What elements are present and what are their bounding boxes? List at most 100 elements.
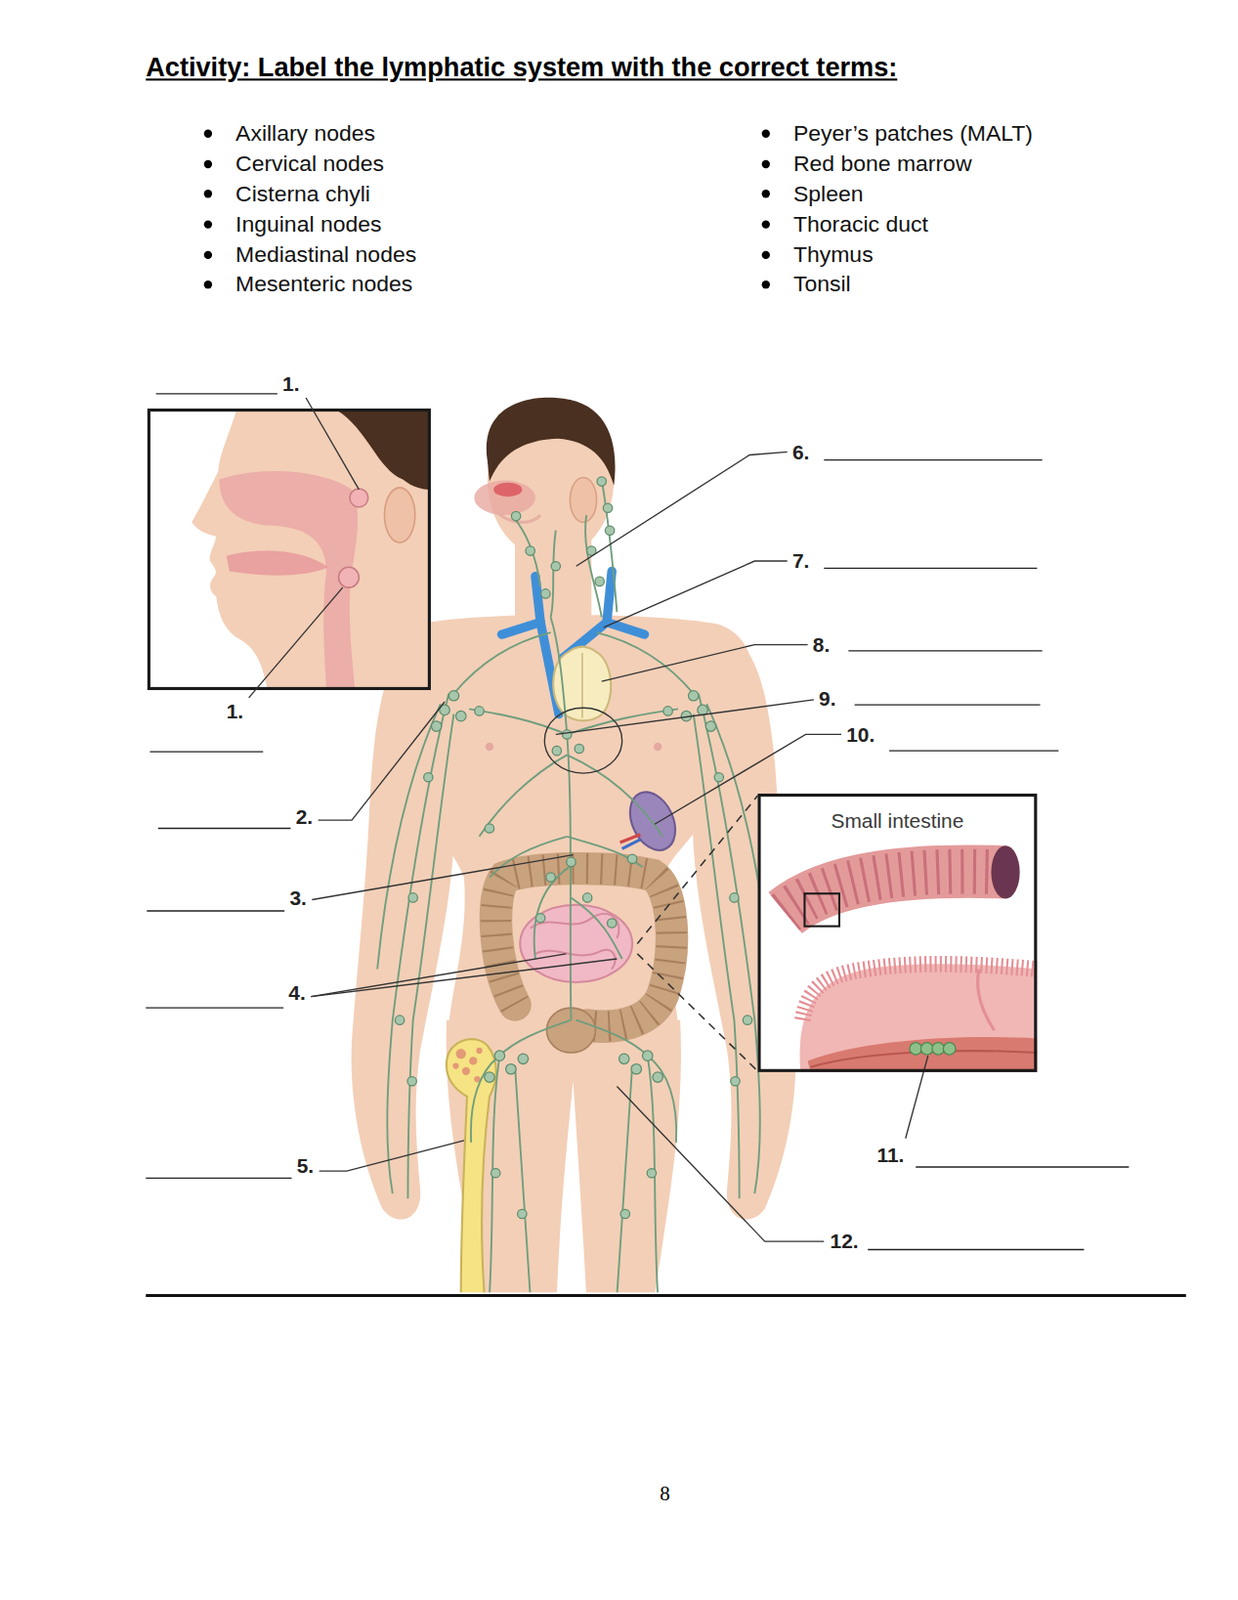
- word-bank-term: Thoracic duct: [793, 211, 929, 239]
- lymph-vessels: [601, 479, 618, 613]
- leader-line: [310, 953, 566, 997]
- intestine-inset: [785, 871, 1005, 913]
- lymph-node-dot: [448, 690, 459, 701]
- intestine-inset: [799, 963, 1037, 1072]
- intestine-inset: [757, 793, 1037, 1072]
- leader-line: [654, 733, 842, 824]
- femur-bone: [462, 1067, 470, 1075]
- leader-line: [249, 587, 343, 698]
- face-detail: [494, 510, 541, 522]
- intestine-inset: [920, 1042, 934, 1056]
- answer-blank: [145, 1177, 292, 1179]
- answer-blank: [823, 567, 1037, 569]
- leader-line: [311, 854, 573, 900]
- face-detail: [493, 482, 522, 498]
- word-bank-term: Inguinal nodes: [235, 211, 382, 239]
- lymph-vessels: [470, 1055, 500, 1143]
- word-bank-bullet: [762, 280, 770, 289]
- lymph-vessels: [585, 514, 602, 617]
- word-bank-bullet: [204, 129, 770, 290]
- lymph-node-dot: [606, 918, 616, 928]
- leader-line: [544, 707, 622, 773]
- lymph-node-dot: [394, 690, 528, 1219]
- lymph-vessels: [489, 1055, 500, 1292]
- femur-bone: [452, 1062, 459, 1068]
- face-detail: [486, 397, 616, 486]
- lymph-vessels: [551, 616, 572, 1020]
- lymph-node-dot: [604, 525, 614, 535]
- word-bank-bullet: [762, 251, 770, 259]
- answer-blank: [158, 827, 292, 829]
- answer-blank: [145, 1006, 284, 1008]
- zoom-dashed-line: [637, 953, 758, 1071]
- femur-bone: [469, 1056, 477, 1065]
- leader-line: [576, 451, 788, 566]
- face-inset: [226, 550, 329, 575]
- lymph-node-dot: [407, 1076, 417, 1086]
- callout-number: 10.: [846, 722, 875, 747]
- lymph-node-dot: [627, 853, 637, 863]
- lymph-vessels: [570, 896, 622, 959]
- word-bank-term: Axillary nodes: [235, 120, 376, 148]
- face-detail: [473, 397, 662, 751]
- leader-line: [616, 1085, 824, 1241]
- large-intestine: [496, 868, 673, 1027]
- face-inset: [349, 488, 369, 508]
- answer-blank: [156, 392, 278, 394]
- word-bank-term: Peyer’s patches (MALT): [793, 120, 1033, 148]
- lymph-vessels: [576, 1020, 648, 1057]
- word-bank-term: Tonsil: [793, 271, 852, 299]
- lymph-node-dot: [525, 546, 535, 555]
- lymph-vessels: [407, 714, 454, 1199]
- inset-box: Small intestine: [757, 793, 1037, 1072]
- intestine-inset: [802, 963, 1037, 1020]
- lymph-node-dot: [535, 913, 545, 923]
- lymph-node-dot: [714, 772, 724, 782]
- leader-line: [310, 958, 617, 997]
- femur-bone: [456, 1048, 467, 1059]
- lymph-vessels: [576, 632, 770, 1292]
- lymph-vessels: [566, 754, 663, 836]
- intestine-inset: [808, 1036, 1038, 1072]
- femur-bone: [446, 1038, 497, 1292]
- face-inset: [338, 566, 359, 588]
- leader-line: [905, 1055, 929, 1139]
- great-veins: [562, 570, 612, 658]
- lymph-node-dot: [484, 1071, 495, 1082]
- lymph-node-dot: [742, 1015, 752, 1025]
- word-bank-bullet: [204, 251, 213, 259]
- word-bank-term: Mediastinal nodes: [235, 241, 417, 269]
- intestine-inset: [785, 845, 1038, 1072]
- lymph-node-dot: [506, 1064, 516, 1074]
- word-bank-term: Cervical nodes: [235, 150, 385, 178]
- answer-blank: [146, 909, 285, 911]
- word-bank-term: Cisterna chyli: [235, 180, 371, 209]
- word-bank-bullet: [204, 189, 213, 198]
- callout-number: 12.: [830, 1229, 859, 1254]
- callout-number: 8.: [812, 632, 830, 657]
- lymph-vessels: [386, 693, 449, 1194]
- callout-number: 5.: [297, 1152, 314, 1178]
- leader-line: [318, 701, 445, 820]
- face-inset: [191, 410, 429, 689]
- great-veins: [501, 622, 541, 636]
- answer-blank: [145, 393, 1129, 1250]
- lymph-node-dot: [687, 690, 698, 701]
- answer-blank: [149, 750, 263, 752]
- lymph-vessels: [647, 1055, 677, 1143]
- lymph-vessels: [534, 866, 570, 959]
- zoom-dashed-line: [637, 795, 758, 943]
- page-number: 8: [659, 1480, 670, 1505]
- lymph-vessels: [377, 703, 441, 969]
- intestine-inset: [978, 968, 995, 1030]
- face-detail: [485, 742, 494, 751]
- lymph-node-dot: [394, 476, 752, 1219]
- lymph-node-dot: [474, 706, 484, 716]
- large-intestine: [496, 868, 673, 1027]
- zoom-dashed-line: [637, 795, 758, 1071]
- lymph-node-dot: [646, 1168, 656, 1178]
- lymph-node-dot: [494, 1050, 505, 1061]
- lymph-node-dot: [631, 1064, 641, 1074]
- callout-number: 9.: [818, 685, 836, 711]
